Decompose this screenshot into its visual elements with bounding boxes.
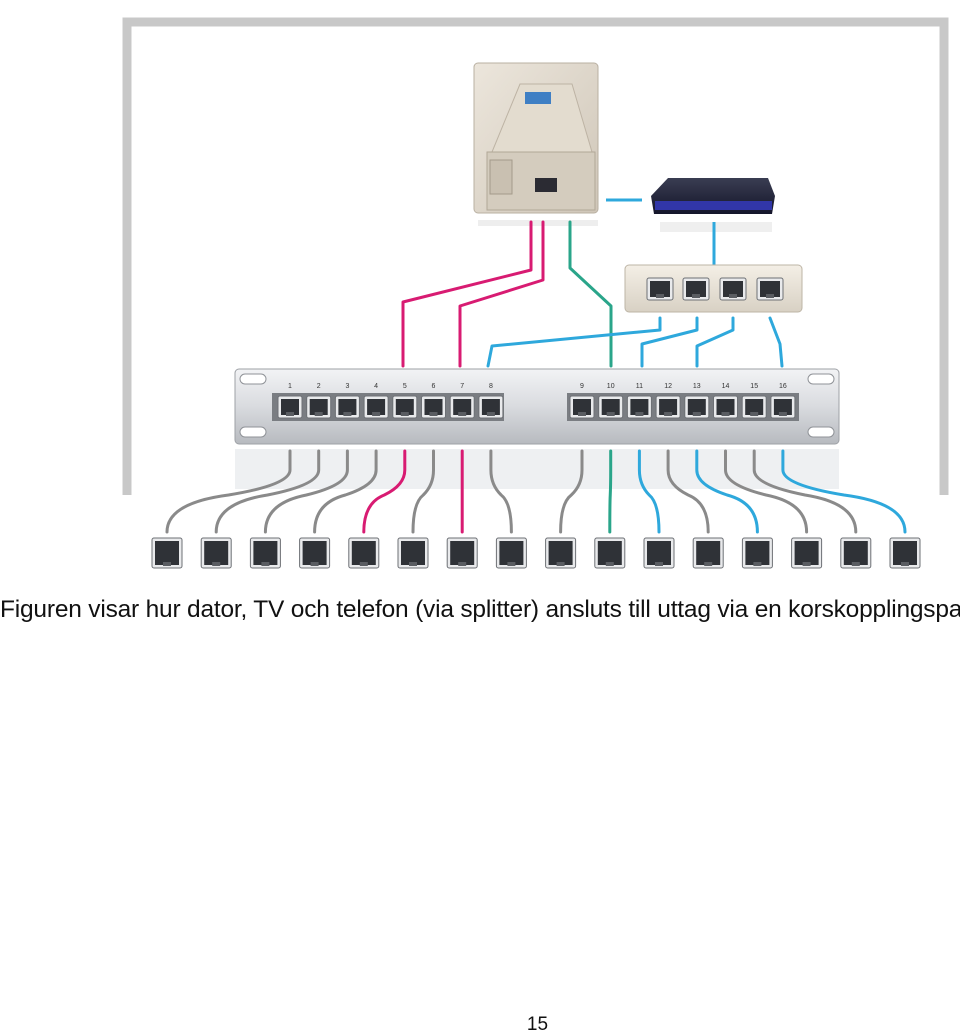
patch-port-15 [741, 395, 767, 419]
patch-port-14 [713, 395, 738, 419]
patch-port-11 [626, 395, 652, 419]
patch-port-number: 2 [317, 383, 321, 390]
outlet-cable-9 [559, 449, 584, 534]
patch-port-6 [421, 395, 446, 419]
patch-port-number: 6 [432, 383, 436, 390]
patch-port-number: 15 [750, 383, 758, 390]
data-cable-1 [486, 316, 662, 368]
wall-outlet-12 [692, 537, 724, 569]
telephone-cable-1 [401, 220, 533, 368]
patch-port-number: 10 [607, 383, 615, 390]
wall-outlet-3 [249, 537, 281, 569]
patch-port-8 [478, 395, 504, 419]
outlet-cable-8 [489, 449, 513, 534]
patch-port-3 [334, 395, 360, 419]
outlet-cable-2 [214, 449, 321, 534]
outlet-cable-1 [165, 449, 292, 534]
wall-outlet-10 [594, 537, 626, 569]
data-cable-2 [640, 316, 699, 368]
outlet-cable-14 [724, 449, 809, 534]
patch-port-number: 5 [403, 383, 407, 390]
patch-port-16 [770, 395, 796, 419]
figure-caption: Figuren visar hur dator, TV och telefon … [0, 596, 960, 623]
outlet-cable-4 [313, 449, 378, 534]
splitter-icon [473, 62, 599, 226]
page-number: 15 [526, 1014, 549, 1035]
wall-outlet-15 [840, 537, 872, 569]
patch-port-12 [655, 395, 681, 419]
wall-frame [122, 17, 949, 495]
outlet-cable-6 [411, 449, 435, 534]
patch-port-number: 3 [345, 383, 349, 390]
wall-outlet-1 [151, 537, 183, 569]
outlet-cable-10 [608, 449, 613, 534]
modem-icon [651, 178, 775, 232]
outlet-cable-13 [695, 449, 759, 534]
wall-outlet-8 [495, 537, 527, 569]
cables [165, 220, 907, 534]
outlet-cable-3 [263, 449, 349, 534]
outlet-cable-15 [752, 449, 858, 534]
wall-outlet-16 [889, 537, 921, 569]
patch-port-number: 9 [580, 383, 584, 390]
wall-outlet-7 [446, 537, 478, 569]
patch-port-number: 16 [779, 383, 787, 390]
wall-outlet-13 [741, 537, 773, 569]
patch-port-number: 13 [693, 383, 701, 390]
patch-port-number: 11 [636, 383, 643, 390]
patch-port-1 [277, 395, 303, 419]
wall-outlets [151, 537, 921, 569]
outlet-cable-11 [637, 449, 661, 534]
patch-port-number: 14 [722, 383, 730, 390]
patch-port-5 [392, 395, 418, 419]
patch-port-9 [569, 395, 595, 419]
patch-port-number: 4 [374, 383, 378, 390]
telephone-cable-2 [458, 220, 545, 368]
wall-outlet-9 [545, 537, 577, 569]
wall-outlet-14 [791, 537, 823, 569]
wall-outlet-6 [397, 537, 429, 569]
network-switch-icon [624, 264, 803, 313]
patch-port-number: 1 [288, 383, 292, 390]
outlet-cable-12 [666, 449, 710, 534]
wall-outlet-11 [643, 537, 675, 569]
patch-port-10 [598, 395, 624, 419]
switch-port-1 [646, 277, 674, 301]
wall-outlet-5 [348, 537, 380, 569]
patch-port-7 [449, 395, 475, 419]
outlet-cable-16 [781, 449, 907, 534]
data-cable-3 [695, 316, 735, 368]
patch-port-4 [363, 395, 389, 419]
wall-outlet-2 [200, 537, 232, 569]
switch-port-3 [719, 277, 747, 301]
patch-port-number: 12 [664, 383, 672, 390]
patch-port-13 [684, 395, 710, 419]
outlet-cable-5 [362, 449, 407, 534]
switch-port-2 [682, 277, 710, 301]
patch-port-2 [306, 395, 332, 419]
switch-port-4 [756, 277, 784, 301]
patch-port-number: 7 [460, 383, 464, 390]
wall-outlet-4 [299, 537, 331, 569]
data-cable-4 [768, 316, 784, 368]
tv-cable [568, 220, 613, 368]
patch-port-number: 8 [489, 383, 493, 390]
